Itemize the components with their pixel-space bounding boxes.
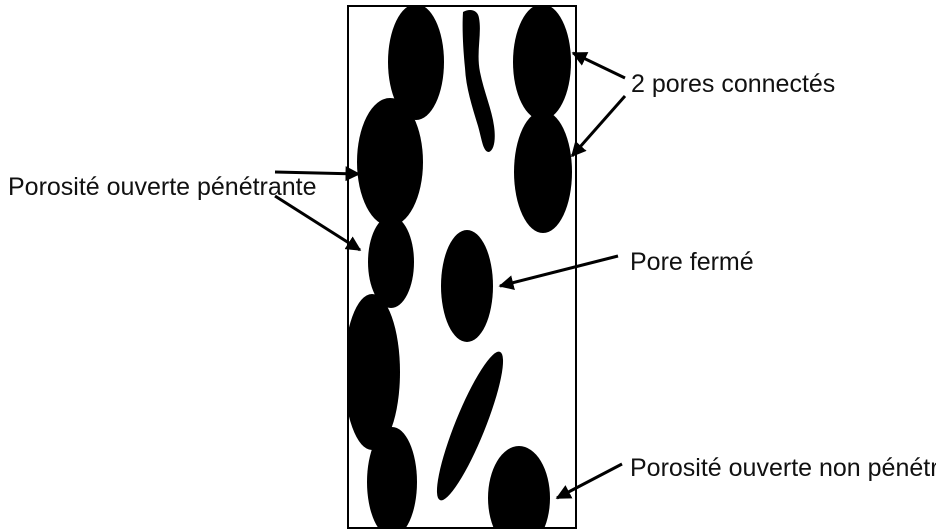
closed-pore: [441, 230, 493, 342]
label-open-non-penetrating: Porosité ouverte non pénétrante: [630, 454, 936, 482]
pore-penetrating-1: [357, 98, 423, 226]
connected-pore-bottom: [514, 111, 572, 233]
pore-penetrating-3: [344, 294, 400, 450]
material-sample: [344, 4, 576, 530]
label-closed-pore: Pore fermé: [630, 248, 754, 276]
label-open-penetrating: Porosité ouverte pénétrante: [8, 173, 317, 201]
label-connected-pores: 2 pores connectés: [631, 70, 835, 98]
connected-pore-top: [513, 4, 571, 120]
pore-penetrating-2: [368, 216, 414, 308]
arrow-connected-top: [573, 53, 625, 78]
arrow-connected-bottom: [572, 96, 625, 156]
